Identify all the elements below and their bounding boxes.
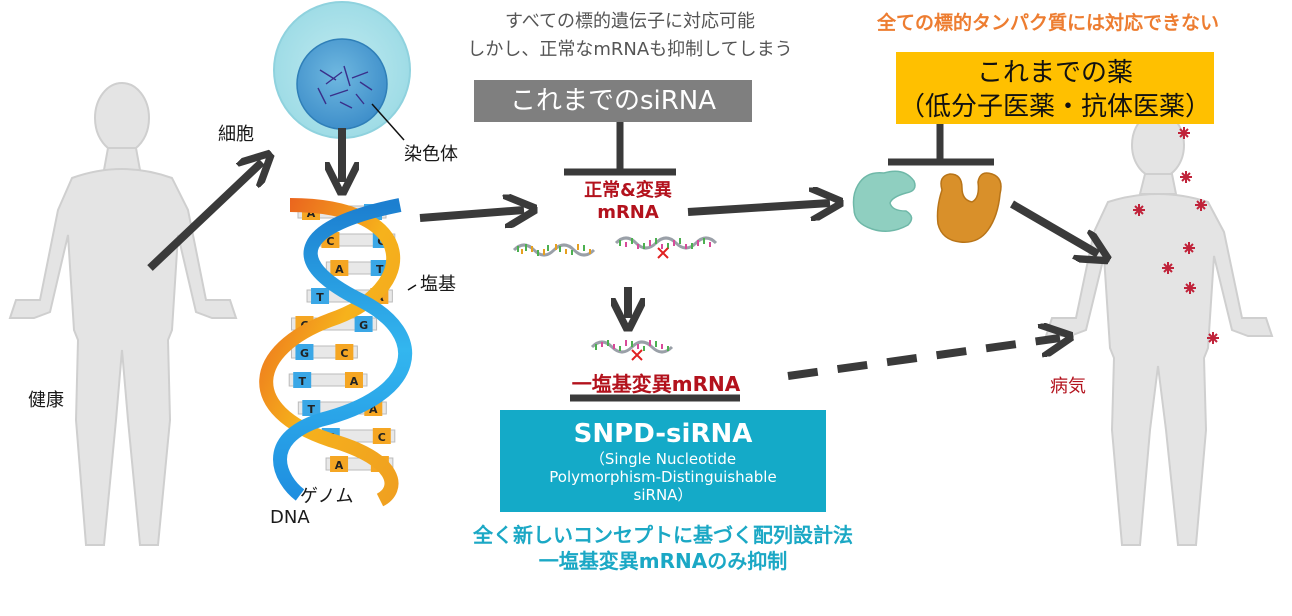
normal-mutant-mrna-line2: mRNA [597,202,659,223]
snp-mutant-mrna-label: 一塩基変異mRNA [571,372,741,396]
base-block [330,456,349,472]
snpd-caption: 全く新しいコンセプトに基づく配列設計法 一塩基変異mRNAのみ抑制 [400,522,926,574]
base-block [330,260,349,276]
snpd-sirna-box: SNPD-siRNA （Single Nucleotide Polymorphi… [500,410,826,512]
inhibit-bar-conventional-sirna [564,120,676,176]
disease-lesion-marks [1133,127,1219,344]
snpd-sirna-sub-line1: （Single Nucleotide [589,450,737,468]
base-letter: C [340,347,348,360]
base-block [311,288,330,304]
cell-label: 細胞 [218,124,254,145]
mutation-mark-2 [631,349,643,361]
dna-label: DNA [270,507,310,528]
snpd-sirna-title: SNPD-siRNA [573,419,753,449]
genome-label: ゲノム [300,486,354,507]
base-block [354,316,373,332]
chromosome-strands [317,65,373,109]
inhibit-bar-conventional-drugs [888,118,994,166]
arrow-healthy-to-cell [147,162,262,271]
healthy-label: 健康 [28,390,64,411]
base-block [344,372,363,388]
base-letter: T [316,291,324,304]
chromosome-label: 染色体 [404,144,458,165]
base-letter: G [300,347,309,360]
base-letter: C [326,235,334,248]
conventional-sirna-note-line1: すべての標的遺伝子に対応可能 [504,11,756,32]
conventional-drugs-box-line2: （低分子医薬・抗体医薬） [898,92,1211,122]
base-letter: A [335,459,344,472]
arrow-mrna-to-protein [687,203,830,212]
base-letter: A [335,263,344,276]
conventional-sirna-note: すべての標的遺伝子に対応可能 しかし、正常なmRNAも抑制してしまう [430,8,830,64]
conventional-sirna-box: これまでのsiRNA [474,80,752,122]
target-proteins [852,170,1002,243]
base-block [302,400,321,416]
base-letter: G [359,319,368,332]
base-letter: C [378,431,386,444]
base-label: 塩基 [420,274,456,295]
cell-illustration [273,1,411,139]
dashed-arrow-snp-to-disease [787,338,1060,380]
healthy-person-figure [8,82,238,546]
base-letter: T [298,375,306,388]
conventional-drugs-box: これまでの薬 （低分子医薬・抗体医薬） [896,52,1214,124]
base-letter: A [369,403,378,416]
base-block [293,372,312,388]
normal-mutant-mrna-label: 正常&変異 mRNA [540,180,716,224]
base-block [335,344,354,360]
base-letter: T [308,403,316,416]
disease-person-figure [1044,111,1274,546]
chromosome-pointer-line [371,103,405,141]
arrow-dna-to-mrna [419,210,524,218]
disease-label: 病気 [1050,376,1086,397]
base-letter: A [307,207,316,220]
normal-mutant-mrna-line1: 正常&変異 [584,180,672,201]
base-pointer-line [407,284,417,291]
snpd-caption-line1: 全く新しいコンセプトに基づく配列設計法 [473,523,853,547]
snpd-sirna-sub-line2: Polymorphism-Distinguishable [549,468,777,486]
conventional-drugs-note: 全ての標的タンパク質には対応できない [876,12,1219,34]
snpd-sirna-sub-line3: siRNA） [633,486,693,504]
snpd-caption-line2: 一塩基変異mRNAのみ抑制 [538,549,788,573]
mutation-mark-1 [657,247,669,259]
base-letter: T [376,263,384,276]
base-block [372,428,391,444]
mrna-strands [512,236,718,361]
conventional-sirna-note-line2: しかし、正常なmRNAも抑制してしまう [467,39,793,60]
arrow-protein-to-disease [1009,200,1098,254]
conventional-drugs-box-line1: これまでの薬 [976,58,1133,88]
base-letter: A [350,375,359,388]
base-block [295,344,314,360]
